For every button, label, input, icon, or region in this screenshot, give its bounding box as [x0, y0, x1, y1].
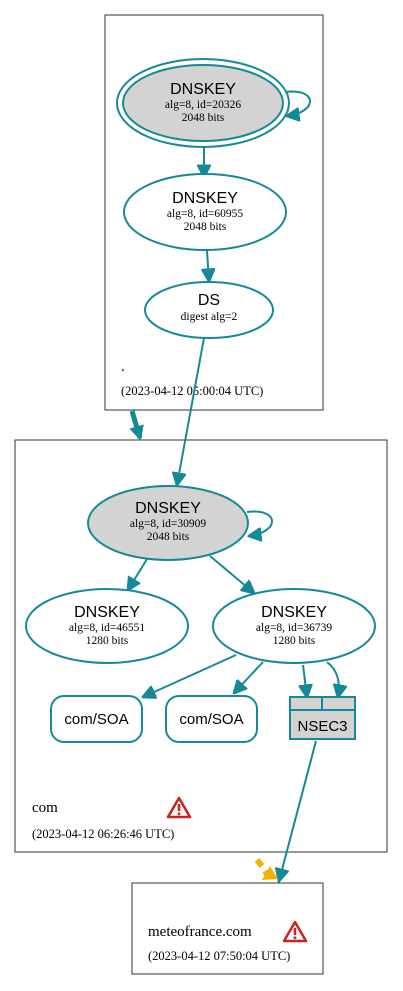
- zone-meteofrance-name: meteofrance.com: [148, 924, 252, 940]
- node-root-ksk-title: DNSKEY: [170, 81, 236, 98]
- edge-com-ksk-to-zsk2: [209, 555, 254, 593]
- warning-triangle-icon[interactable]: [166, 796, 192, 819]
- zone-com-timestamp: (2023-04-12 06:26:46 UTC): [32, 827, 174, 841]
- edge-com-zsk2-to-nsec3-b: [326, 661, 339, 697]
- edge-nsec3-to-meteofrance: [279, 740, 317, 881]
- node-com-nsec3[interactable]: NSEC3: [289, 696, 356, 740]
- node-root-ds-digest: digest alg=2: [181, 311, 238, 323]
- edge-com-zsk2-to-soa1: [143, 654, 237, 697]
- edges: [128, 90, 339, 881]
- zone-com-box: [14, 439, 388, 853]
- node-com-soa-2-label: com/SOA: [179, 711, 243, 728]
- node-root-ds-title: DS: [198, 292, 220, 309]
- node-com-zsk1-title: DNSKEY: [74, 604, 140, 621]
- node-root-ksk-bits: 2048 bits: [182, 112, 225, 124]
- node-com-zsk-36739[interactable]: DNSKEY alg=8, id=36739 1280 bits: [212, 588, 376, 664]
- node-root-ds[interactable]: DS digest alg=2: [144, 281, 274, 339]
- node-com-ksk-alg: alg=8, id=30909: [130, 518, 206, 530]
- node-com-zsk1-bits: 1280 bits: [86, 635, 129, 647]
- node-com-zsk2-bits: 1280 bits: [273, 635, 316, 647]
- node-root-zsk-title: DNSKEY: [172, 190, 238, 207]
- edge-com-zsk2-to-nsec3-a: [303, 664, 307, 697]
- zone-meteofrance-timestamp: (2023-04-12 07:50:04 UTC): [148, 949, 290, 963]
- zone-root-box: [104, 14, 324, 411]
- node-root-ksk-alg: alg=8, id=20326: [165, 99, 241, 111]
- edge-com-ksk-to-zsk1: [128, 558, 148, 590]
- node-root-zsk[interactable]: DNSKEY alg=8, id=60955 2048 bits: [123, 173, 287, 251]
- edge-ds-to-com-ksk: [177, 337, 205, 485]
- edge-com-ksk-self: [247, 510, 273, 536]
- zone-root-timestamp: (2023-04-12 05:00:04 UTC): [121, 384, 263, 398]
- zone-meteofrance-box: [131, 882, 324, 975]
- node-com-ksk[interactable]: DNSKEY alg=8, id=30909 2048 bits: [87, 485, 249, 561]
- delegation-arrow-root-to-com: [129, 410, 144, 441]
- node-com-zsk2-alg: alg=8, id=36739: [256, 622, 332, 634]
- node-com-soa-2[interactable]: com/SOA: [165, 695, 258, 743]
- node-com-soa-1-label: com/SOA: [64, 711, 128, 728]
- node-com-ksk-bits: 2048 bits: [147, 531, 190, 543]
- zone-com-name: com: [32, 800, 58, 816]
- zone-root: . (2023-04-12 05:00:04 UTC): [104, 14, 324, 411]
- node-com-nsec3-label: NSEC3: [297, 718, 347, 735]
- edge-root-ksk-self: [285, 90, 311, 116]
- node-root-ksk[interactable]: DNSKEY alg=8, id=20326 2048 bits: [116, 58, 290, 148]
- node-com-zsk2-title: DNSKEY: [261, 604, 327, 621]
- node-root-zsk-bits: 2048 bits: [184, 221, 227, 233]
- node-com-ksk-title: DNSKEY: [135, 500, 201, 517]
- zone-com: com (2023-04-12 06:26:46 UTC): [14, 439, 388, 853]
- node-com-zsk1-alg: alg=8, id=46551: [69, 622, 145, 634]
- zone-meteofrance: meteofrance.com (2023-04-12 07:50:04 UTC…: [131, 882, 324, 975]
- node-com-zsk-46551[interactable]: DNSKEY alg=8, id=46551 1280 bits: [25, 588, 189, 664]
- node-com-soa-1[interactable]: com/SOA: [50, 695, 143, 743]
- node-root-zsk-alg: alg=8, id=60955: [167, 208, 243, 220]
- edge-root-zsk-to-ds: [207, 250, 209, 281]
- warning-triangle-icon[interactable]: [282, 920, 308, 943]
- delegation-arrow-com-to-meteofrance: [254, 858, 278, 880]
- edge-com-zsk2-to-soa2: [234, 661, 264, 693]
- zone-root-name: .: [121, 359, 125, 375]
